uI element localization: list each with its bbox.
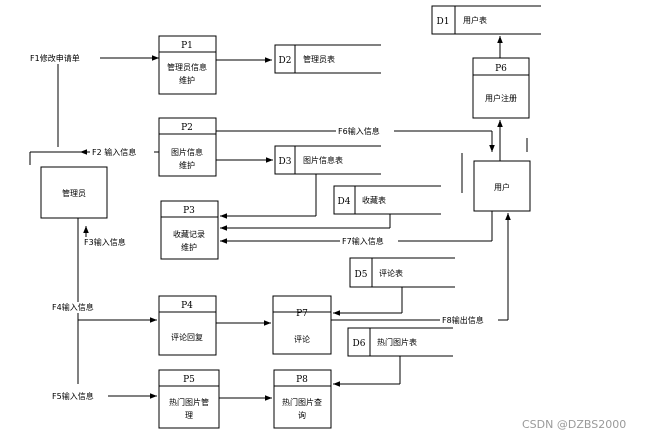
watermark: CSDN @DZBS2000 — [522, 418, 626, 431]
process-p8-id: P8 — [296, 375, 308, 385]
flow-f1 — [57, 55, 159, 147]
process-p6-id: P6 — [495, 64, 507, 74]
flow-f4 — [77, 218, 157, 384]
flow-d4-to-p3 — [220, 214, 391, 231]
store-d5: D5 评论表 — [349, 257, 455, 288]
process-p1-name-line2: 维护 — [179, 75, 195, 85]
process-p1-id: P1 — [181, 41, 193, 51]
store-d3: D3 图片信息表 — [274, 145, 381, 175]
process-p3-name-line2: 维护 — [181, 242, 197, 252]
flow-f6-label: F6输入信息 — [338, 126, 380, 136]
store-d2: D2 管理员表 — [274, 44, 381, 74]
flow-f4-label: F4输入信息 — [52, 302, 94, 312]
store-d4: D4 收藏表 — [333, 185, 441, 215]
flow-f7-label: F7输入信息 — [342, 236, 384, 246]
process-p8: P8 热门图片查 询 — [273, 369, 332, 429]
store-d6-name: 热门图片表 — [377, 337, 417, 347]
store-d2-name: 管理员表 — [303, 54, 335, 64]
process-p5-name-line2: 理 — [185, 411, 193, 420]
flow-f2-label: F2 输入信息 — [92, 147, 136, 157]
store-d1-id: D1 — [437, 17, 450, 27]
store-d1: D1 用户表 — [431, 5, 541, 35]
process-p7: P7 评论 — [272, 295, 332, 355]
store-d4-name: 收藏表 — [362, 195, 386, 205]
store-d2-id: D2 — [279, 56, 292, 66]
process-p7-name-line1: 评论 — [294, 334, 310, 344]
process-p1: P1 管理员信息 维护 — [158, 35, 217, 95]
process-p4: P4 评论回复 — [158, 295, 217, 356]
flow-f3-label-bg — [80, 237, 138, 248]
flow-f6-label-bg — [336, 126, 394, 137]
entity-admin-label: 管理员 — [62, 188, 86, 198]
flow-f2-label-bg — [90, 147, 154, 158]
process-p2: P2 图片信息 维护 — [158, 117, 217, 177]
flow-f5-label: F5输入信息 — [52, 391, 94, 401]
store-d3-name: 图片信息表 — [303, 155, 343, 165]
process-p8-name-line1: 热门图片查 — [282, 397, 322, 407]
flow-f4-label-bg — [50, 302, 110, 313]
process-p5-id: P5 — [183, 375, 195, 385]
entity-admin: 管理员 — [40, 166, 108, 219]
flow-f1-label-bg — [26, 53, 100, 64]
process-p6-name-line1: 用户注册 — [485, 93, 517, 103]
flow-f3-label: F3输入信息 — [84, 237, 126, 247]
process-p8-name-line2: 询 — [298, 410, 306, 420]
process-p4-name-line1: 评论回复 — [171, 332, 203, 342]
process-p7-id: P7 — [296, 309, 308, 319]
entity-user: 用户 — [473, 160, 531, 212]
process-p2-name-line2: 维护 — [179, 160, 195, 170]
flow-f8-label-bg — [440, 315, 498, 326]
store-d3-id: D3 — [279, 157, 292, 167]
store-d1-name: 用户表 — [463, 15, 487, 25]
process-p6: P6 用户注册 — [472, 57, 530, 119]
process-p1-name-line1: 管理员信息 — [167, 62, 207, 72]
process-p5: P5 热门图片管 理 — [158, 369, 220, 429]
process-p3: P3 收藏记录 维护 — [160, 200, 219, 260]
process-p4-id: P4 — [181, 301, 193, 311]
store-d6-id: D6 — [353, 339, 366, 349]
store-d4-id: D4 — [338, 197, 351, 207]
flow-d5-to-p7 — [333, 287, 403, 316]
process-p3-id: P3 — [183, 206, 195, 216]
flow-f5-label-bg — [50, 391, 108, 402]
store-d5-name: 评论表 — [379, 268, 403, 278]
flow-f8 — [331, 213, 511, 321]
process-p5-name-line1: 热门图片管 — [169, 397, 209, 407]
flow-f1-label: F1修改申请单 — [30, 53, 80, 63]
process-p2-id: P2 — [181, 123, 193, 133]
flow-d3-to-p3 — [220, 174, 317, 219]
store-d5-id: D5 — [355, 270, 368, 280]
process-p2-name-line1: 图片信息 — [171, 147, 203, 157]
flow-d6-to-p8 — [333, 356, 401, 387]
flow-f8-label: F8输出信息 — [442, 315, 484, 325]
entity-user-label: 用户 — [494, 182, 510, 192]
process-p3-name-line1: 收藏记录 — [173, 229, 205, 239]
flow-f7-label-bg — [340, 236, 398, 247]
store-d6: D6 热门图片表 — [347, 327, 453, 357]
